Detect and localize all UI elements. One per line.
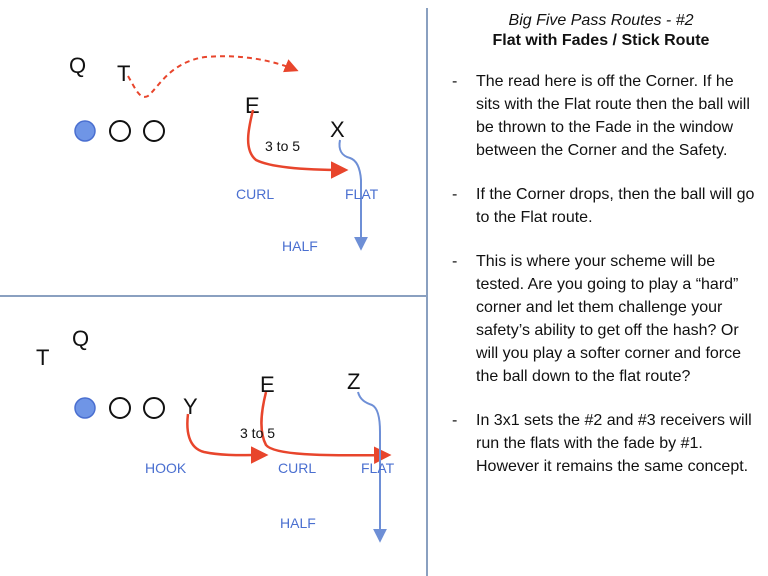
top-zone-half: HALF <box>282 238 318 254</box>
top-zone-curl: CURL <box>236 186 274 202</box>
bottom-lineman-marker <box>109 397 131 419</box>
top-depth-label: 3 to 5 <box>265 138 300 154</box>
bottom-lineman-marker <box>143 397 165 419</box>
bottom-depth-label: 3 to 5 <box>240 425 275 441</box>
bullet-text: This is where your scheme will be tested… <box>476 253 742 385</box>
notes-panel: Big Five Pass Routes - #2 Flat with Fade… <box>440 12 762 499</box>
top-e-player: E <box>245 93 260 118</box>
list-item: - If the Corner drops, then the ball will… <box>440 183 762 229</box>
bullet-text: The read here is off the Corner. If he s… <box>476 73 750 159</box>
top-x-player: X <box>330 117 345 142</box>
top-t-route <box>127 55 299 98</box>
bottom-center-marker <box>74 397 96 419</box>
top-zone-flat: FLAT <box>345 186 379 202</box>
top-x-route <box>338 139 368 251</box>
bottom-z-route <box>357 391 387 543</box>
list-item: - The read here is off the Corner. If he … <box>440 70 762 162</box>
bottom-y-player: Y <box>183 394 198 419</box>
bullet-dash: - <box>452 73 458 90</box>
notes-title: Big Five Pass Routes - #2 <box>508 12 694 29</box>
notes-list: - The read here is off the Corner. If he … <box>440 70 762 478</box>
top-e-route <box>246 109 349 179</box>
bottom-t-player: T <box>36 345 49 370</box>
bottom-q-player: Q <box>72 326 89 351</box>
bullet-text: In 3x1 sets the #2 and #3 receivers will… <box>476 412 752 475</box>
bullet-dash: - <box>452 186 458 203</box>
bottom-z-player: Z <box>347 369 360 394</box>
bullet-text: If the Corner drops, then the ball will … <box>476 186 755 226</box>
bottom-y-route <box>186 413 269 464</box>
bottom-e-route <box>260 391 392 464</box>
bullet-dash: - <box>452 253 458 270</box>
bottom-zone-hook: HOOK <box>145 460 187 476</box>
bottom-zone-curl: CURL <box>278 460 316 476</box>
top-center-marker <box>74 120 96 142</box>
top-t-player: T <box>117 61 130 86</box>
top-play: Q T E X 3 to 5 CURL FLAT HALF <box>69 53 379 254</box>
top-lineman-marker <box>109 120 131 142</box>
bottom-e-player: E <box>260 372 275 397</box>
list-item: - In 3x1 sets the #2 and #3 receivers wil… <box>440 409 762 478</box>
list-item: - This is where your scheme will be teste… <box>440 250 762 388</box>
top-lineman-marker <box>143 120 165 142</box>
notes-subtitle: Flat with Fades / Stick Route <box>492 32 710 49</box>
bottom-play: T Q Y E Z 3 to 5 HOOK CURL FLAT HALF <box>36 326 395 543</box>
bottom-zone-flat: FLAT <box>361 460 395 476</box>
bullet-dash: - <box>452 412 458 429</box>
top-q-player: Q <box>69 53 86 78</box>
bottom-zone-half: HALF <box>280 515 316 531</box>
